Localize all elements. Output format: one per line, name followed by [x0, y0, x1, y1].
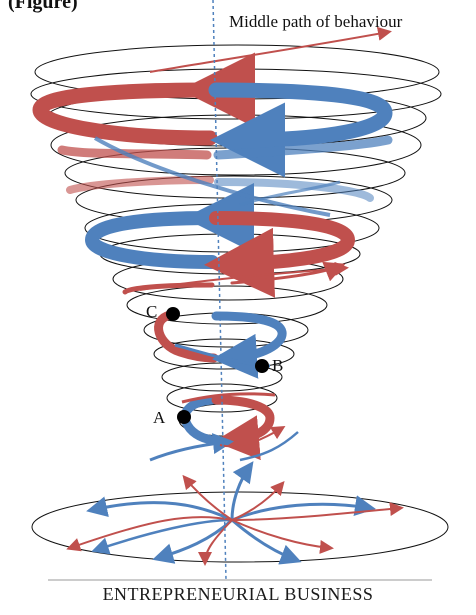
band-3-left-blue: [92, 218, 212, 262]
band-2-left-red: [70, 180, 210, 190]
band-1-left-red: [40, 90, 210, 138]
point-b-marker: [255, 359, 269, 373]
base-arrow-3: [158, 520, 232, 558]
figure-header-fragment: (Figure): [8, 0, 78, 14]
coloured-bands: [40, 90, 388, 440]
base-arrow-10: [232, 484, 282, 520]
base-arrow-11: [185, 478, 232, 520]
band-5-left-red: [159, 315, 214, 358]
base-arrow-12: [232, 520, 330, 548]
band-5-right-blue: [216, 316, 282, 358]
base-arrow-9: [205, 520, 232, 562]
band-1-lower-red: [62, 150, 207, 155]
middle-path-label: Middle path of behaviour: [229, 12, 402, 32]
point-a-label: A: [153, 409, 165, 426]
streak-under-a-blue: [150, 442, 228, 460]
band-6-right-red: [216, 400, 270, 440]
point-c-label: C: [146, 303, 157, 320]
point-c-marker: [166, 307, 180, 321]
base-label: ENTREPRENEURIAL BUSINESS: [0, 584, 476, 605]
base-arrow-8: [232, 508, 400, 520]
streak-top-red: [150, 32, 388, 72]
point-b-label: B: [272, 357, 283, 374]
base-radiating-arrows: [70, 466, 400, 562]
point-a-marker: [177, 410, 191, 424]
